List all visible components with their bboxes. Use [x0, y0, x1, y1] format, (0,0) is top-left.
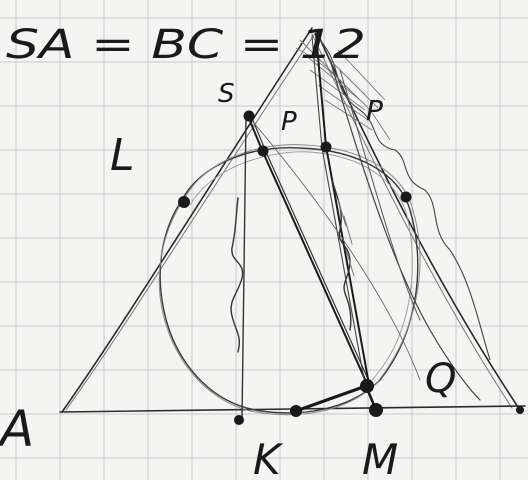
- point-P-left: [257, 145, 269, 157]
- label-L: L: [110, 130, 135, 181]
- point-K: [290, 405, 302, 417]
- label-Q: Q: [425, 356, 456, 402]
- label-S: S: [218, 79, 235, 109]
- equation-text: SA = BC = 12: [6, 22, 366, 68]
- line-S-Q: [247, 115, 421, 381]
- point-tangent-left: [178, 196, 190, 208]
- label-P-right: P: [366, 94, 383, 127]
- point-right-end: [516, 406, 524, 414]
- point-S: [243, 110, 255, 122]
- side-a-apex-double: [65, 31, 317, 411]
- label-M: M: [362, 435, 398, 480]
- line-K-M: [294, 384, 368, 413]
- pencil-zigzags: [230, 179, 355, 353]
- points: [178, 110, 524, 425]
- zigzag-left: [230, 197, 244, 353]
- side-apex-right-double: [311, 33, 513, 409]
- labels: SA = BC = 12 S P P L Q K M A: [0, 22, 456, 480]
- point-tangent-right: [400, 191, 412, 203]
- point-P-right: [320, 141, 332, 153]
- side-a-apex: [61, 27, 313, 413]
- point-M-base: [369, 403, 383, 417]
- line-S-M-double: [251, 117, 373, 389]
- label-K: K: [253, 435, 284, 480]
- wavy-curve: [319, 39, 491, 361]
- line-right-tangent: [329, 59, 481, 401]
- inscribed-circle: [158, 144, 421, 416]
- line-S-K-vertical: [241, 117, 247, 421]
- line-right-tangent-2: [339, 69, 421, 321]
- point-M: [360, 379, 374, 393]
- label-P-left: P: [281, 107, 297, 137]
- label-A: A: [0, 400, 34, 458]
- point-K-base: [234, 415, 244, 425]
